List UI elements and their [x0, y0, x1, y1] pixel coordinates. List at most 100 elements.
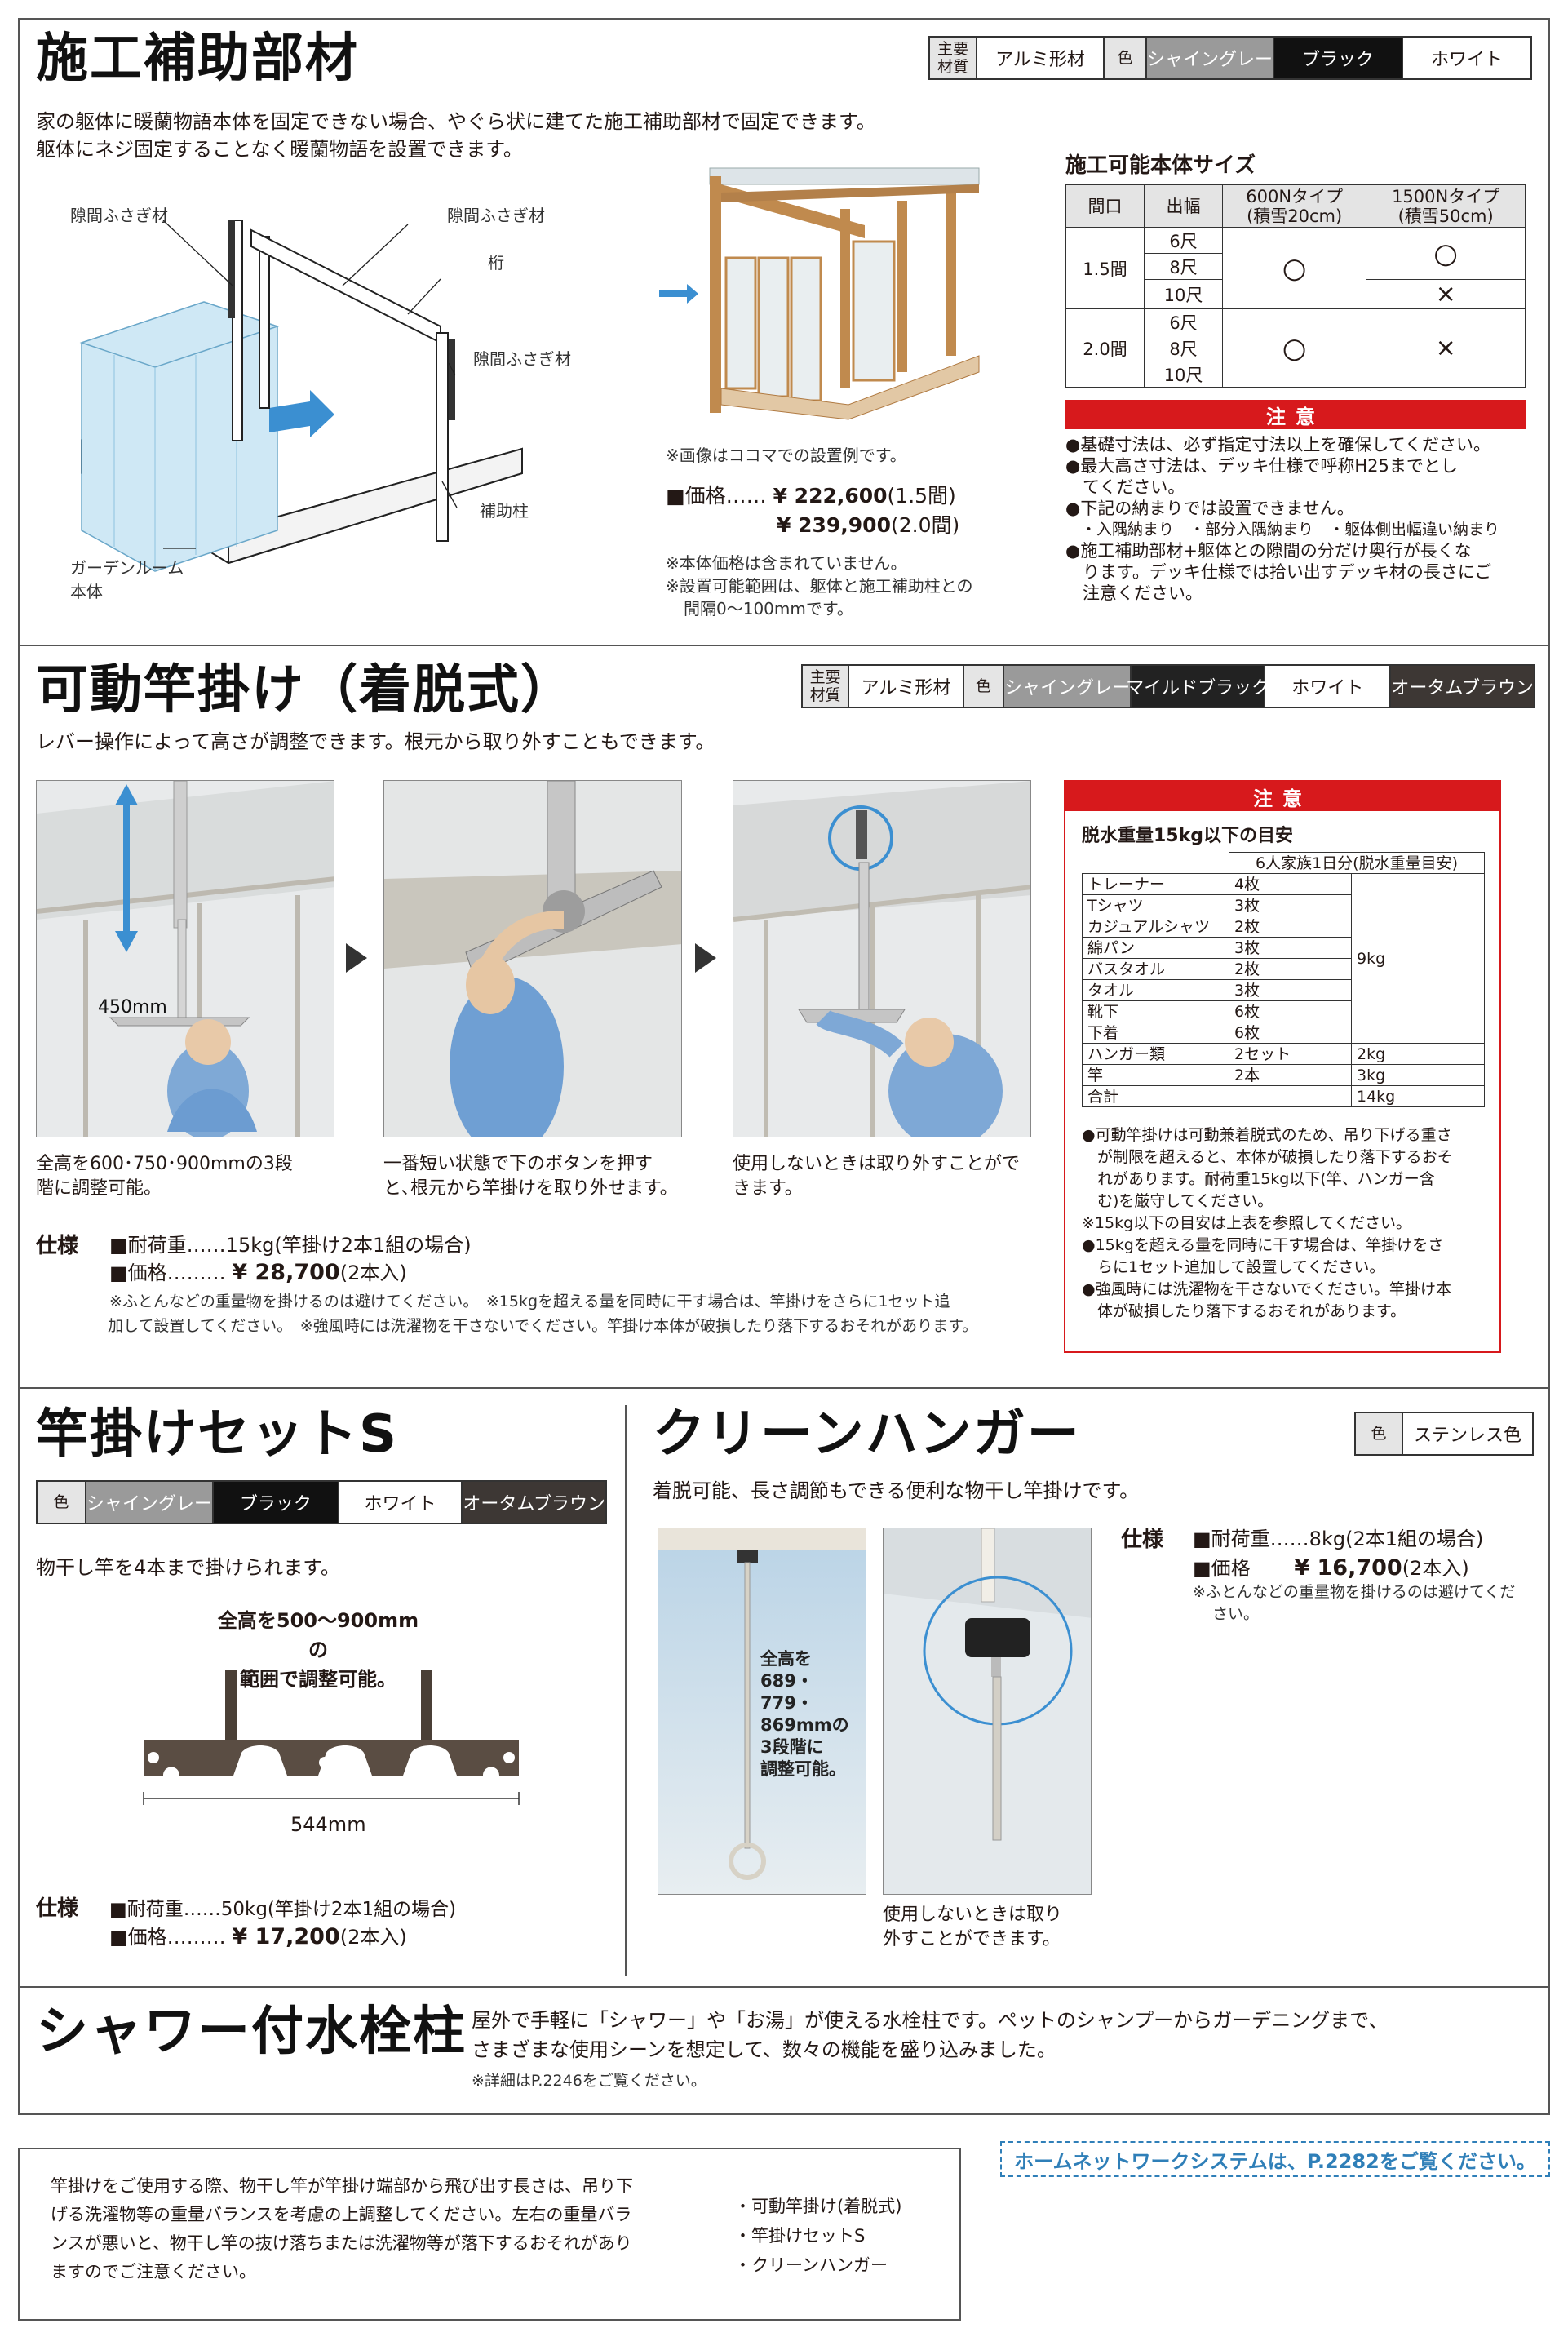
diagram-label-gap-filler: 隙間ふさぎ材 [447, 206, 545, 225]
price-note: (2本入) [339, 1926, 407, 1949]
spec-label: 仕様 [36, 1234, 79, 1258]
next-step-arrow-icon [346, 943, 367, 973]
section1-title: 施工補助部材 [36, 29, 359, 89]
weight-qty: 3枚 [1229, 894, 1352, 916]
spec-color-label: 色 [963, 666, 1005, 707]
notice-line: 竿掛けをご使用する際、物干し竿が竿掛け端部から飛び出す長さは、吊り下 [51, 2176, 633, 2196]
spec-material-label: 主要 材質 [930, 38, 977, 78]
section2-cautions: ●可動竿掛けは可動兼着脱式のため、吊り下げる重さ が制限を超えると、本体が破損し… [1082, 1124, 1493, 1323]
section3-price: ■価格……… ¥ 17,200(2本入) [109, 1921, 407, 1949]
range-line: 全高を500～900mmの [217, 1609, 419, 1661]
section4-price: ■価格 ¥ 16,700(2本入) [1193, 1552, 1469, 1581]
notice-line: ンスが悪いと、物干し竿の抜け落ちまたは洗濯物等が落下するおそれがあり [51, 2233, 632, 2253]
color-chip: ブラック [214, 1482, 339, 1523]
section2-title: 可動竿掛け（着脱式） [36, 660, 574, 721]
length-line: 3段階に [760, 1737, 824, 1757]
weight-qty: 2枚 [1229, 916, 1352, 938]
length-line: 689・ [760, 1671, 813, 1691]
color-chip: オータムブラウン [1391, 666, 1534, 707]
weight-item: Tシャツ [1082, 894, 1229, 916]
spec-color-label: 色 [38, 1482, 87, 1523]
size-depth: 6尺 [1144, 227, 1223, 254]
caution-line: らに1セット追加して設置してください。 [1082, 1258, 1385, 1276]
length-line: 779・ [760, 1693, 813, 1713]
size-mark: ○ [1221, 227, 1367, 309]
caption-line: 一番短い状態で下のボタンを押す [383, 1154, 653, 1174]
size-mark: ○ [1221, 308, 1367, 388]
caution-line: ●15kgを超える量を同時に干す場合は、竿掛けをさ [1082, 1236, 1444, 1254]
photo-caption-3: 使用しないときは取り外すことがで きます。 [733, 1152, 1020, 1201]
price-note: (2本入) [339, 1262, 407, 1284]
size-group: 2.0間 [1065, 308, 1145, 388]
size-table: 間口 出幅 600Nタイプ (積雪20cm) 1500Nタイプ (積雪50cm)… [1065, 184, 1526, 388]
bottom-notice-box [18, 2148, 961, 2321]
price-label: ■価格…… [666, 484, 767, 508]
notice-item: ・可動竿掛け(着脱式) [734, 2197, 902, 2216]
section2-description: レバー操作によって高さが調整できます。根元から取り外すこともできます。 [36, 730, 715, 753]
photo-note: ※画像はココマでの設置例です。 [666, 446, 906, 465]
weight-qty: 2枚 [1229, 958, 1352, 980]
note-line: 加して設置してください。 ※強風時には洗濯物を干さないでください。竿掛け本体が破… [108, 1317, 978, 1335]
diagram-label-garden-room: ガーデンルーム 本体 [70, 558, 184, 601]
weight-item: 靴下 [1082, 1000, 1229, 1022]
color-chip: オータムブラウン [463, 1482, 605, 1523]
weight-qty: 4枚 [1229, 873, 1352, 895]
weight-table-title: 脱水重量15kg以下の目安 [1082, 826, 1293, 846]
notice-line: ますのでご注意ください。 [51, 2262, 256, 2282]
section5-title: シャワー付水栓柱 [36, 2002, 467, 2062]
weight-item: ハンガー類 [1082, 1043, 1229, 1065]
weight-header: 6人家族1日分(脱水重量目安) [1229, 852, 1485, 874]
color-chip: ホワイト [339, 1482, 463, 1523]
size-depth: 6尺 [1144, 308, 1223, 335]
section1-description: 家の躯体に暖蘭物語本体を固定できない場合、やぐら状に建てた施工補助部材で固定でき… [36, 108, 1015, 163]
clean-hanger-photo-1 [658, 1528, 866, 1895]
price-value: ¥ 16,700 [1294, 1555, 1402, 1581]
caution-line: ります。デッキ仕様では拾い出すデッキ材の長さにご [1065, 562, 1492, 582]
section4-description: 着脱可能、長さ調節もできる便利な物干し竿掛けです。 [653, 1479, 1140, 1502]
section4-title: クリーンハンガー [653, 1404, 1081, 1465]
color-chip: ステンレス色 [1403, 1413, 1532, 1454]
length-line: 調整可能。 [760, 1759, 846, 1779]
caption-line: 外すことができます。 [883, 1929, 1061, 1949]
weight-qty: 3枚 [1229, 937, 1352, 959]
size-mark: × [1366, 279, 1526, 309]
pole-hanger-photo-1 [36, 780, 334, 1137]
note-line: 間隔0～100mmです。 [684, 599, 853, 619]
weight-subtotal: 9kg [1351, 873, 1485, 1044]
spec-material: アルミ形材 [849, 666, 964, 707]
weight-item: カジュアルシャツ [1082, 916, 1229, 938]
caption-line: と､根元から竿掛けを取り外せます。 [383, 1178, 678, 1199]
photo-caption-1: 全高を600･750･900mmの3段 階に調整可能。 [36, 1152, 293, 1201]
section1-cautions: ●基礎寸法は、必ず指定寸法以上を確保してください。 ●最大高さ寸法は、デッキ仕様… [1065, 434, 1539, 604]
weight-qty: 3枚 [1229, 979, 1352, 1001]
desc-line: 躯体にネジ固定することなく暖蘭物語を設置できます。 [36, 138, 523, 161]
weight-kg: 3kg [1351, 1064, 1485, 1086]
diagram-label-beam: 桁 [488, 253, 504, 273]
color-chip: ホワイト [1403, 38, 1530, 78]
weight-qty: 6枚 [1229, 1000, 1352, 1022]
load-capacity: ■耐荷重……8kg(2本1組の場合) [1193, 1528, 1484, 1550]
column-divider [625, 1405, 627, 1976]
weight-qty: 6枚 [1229, 1022, 1352, 1044]
weight-item: 合計 [1082, 1085, 1229, 1107]
section5-note: ※詳細はP.2246をご覧ください。 [472, 2072, 706, 2090]
range-line: 範囲で調整可能。 [240, 1668, 396, 1691]
weight-kg: 14kg [1351, 1085, 1485, 1107]
bottom-notice-items: ・可動竿掛け(着脱式) ・竿掛けセットS ・クリーンハンガー [734, 2192, 901, 2280]
caution-line: ・入隅納まり ・部分入隅納まり ・躯体側出幅違い納まり [1065, 521, 1500, 539]
notice-item: ・クリーンハンガー [734, 2255, 888, 2275]
assist-frame-diagram [79, 220, 523, 572]
pole-hanger-photo-2 [383, 780, 682, 1137]
home-network-link[interactable]: ホームネットワークシステムは、P.2282をご覧ください。 [1000, 2141, 1550, 2177]
width-label: 544mm [290, 1813, 366, 1836]
notice-line: げる洗濯物等の重量バランスを考慮の上調整してください。左右の重量バラ [51, 2205, 632, 2224]
section4-notes: ※ふとんなどの重量物を掛けるのは避けてくだ さい。 [1193, 1581, 1515, 1625]
weight-item: 綿パン [1082, 937, 1229, 959]
section2-price: ■価格……… ¥ 28,700(2本入) [109, 1257, 407, 1285]
size-mark: ○ [1366, 227, 1526, 280]
caption-line: 全高を600･750･900mmの3段 [36, 1154, 293, 1174]
caution-line: む)を厳守してください。 [1082, 1192, 1273, 1210]
weight-item: トレーナー [1082, 873, 1229, 895]
spec-label: 仕様 [1121, 1528, 1164, 1552]
spec-color-label: 色 [1105, 38, 1147, 78]
